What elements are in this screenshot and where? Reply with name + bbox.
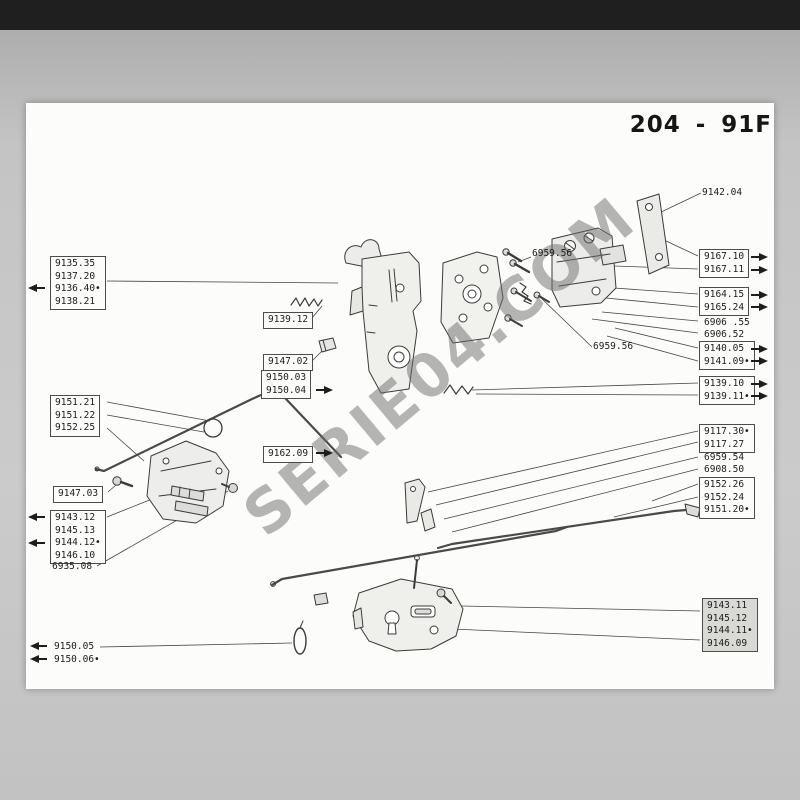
part-label-group-9167: 9167.10 9167.11 xyxy=(699,249,750,278)
ring-washer xyxy=(203,418,223,438)
part-number-label: 9151.22 xyxy=(55,409,96,421)
part-label-group-left-mid: 9151.21 9151.22 9152.25 xyxy=(50,395,101,437)
part-number-label: 9151.20• xyxy=(704,504,750,515)
part-label-6906-52: 6906.52 xyxy=(704,329,745,340)
part-label-6906-55: 6906 .55 xyxy=(704,317,750,328)
part-number-label: 9144.11• xyxy=(707,625,753,636)
part-number-label: 9141.09• xyxy=(704,355,750,367)
part-number-label: 9146.10 xyxy=(55,549,96,561)
retainer-clip xyxy=(318,337,337,353)
part-number-label: 9143.11 xyxy=(707,600,748,611)
part-number-label: 9137.20 xyxy=(55,270,96,282)
part-number-label: 9150.03 xyxy=(266,372,307,383)
grommet-loop xyxy=(293,620,307,655)
control-rod-right xyxy=(436,503,701,550)
part-label-group-9150: 9150.03 9150.04 xyxy=(261,370,312,399)
arrow-right-icon xyxy=(316,386,333,394)
part-number-label: 9139.10 xyxy=(704,378,745,389)
part-label-group-9152: 9152.26 9152.24 9151.20• xyxy=(699,477,755,519)
part-number-label: 9117.30• xyxy=(704,426,750,437)
part-number-label: 9145.13 xyxy=(55,524,96,536)
part-number-label: 9152.26 xyxy=(704,479,745,490)
control-rod-left xyxy=(94,393,263,473)
part-label-9147-03: 9147.03 xyxy=(53,486,104,503)
part-number-label: 9117.27 xyxy=(704,438,745,450)
part-number-label: 9139.12 xyxy=(268,314,309,325)
striker-mount-plate xyxy=(636,193,670,275)
arrow-right-icon xyxy=(751,253,768,261)
part-label-group-9164: 9164.15 9165.24 xyxy=(699,287,750,316)
part-number-label: 9140.05 xyxy=(704,343,745,354)
arrow-left-icon xyxy=(28,539,45,547)
door-lock-left xyxy=(146,440,230,524)
part-number-label: 9146.09 xyxy=(707,637,748,649)
lock-face-plate xyxy=(440,251,504,344)
arrow-left-icon xyxy=(30,642,47,650)
part-number-label: 9138.21 xyxy=(55,295,96,307)
arrow-right-icon xyxy=(751,303,768,311)
arrow-right-icon xyxy=(316,449,333,457)
door-lock-center xyxy=(344,239,422,394)
part-number-label: 9162.09 xyxy=(268,448,309,459)
arrow-right-icon xyxy=(751,345,768,353)
part-number-label: 9150.04 xyxy=(266,384,307,396)
arrow-right-icon xyxy=(751,380,768,388)
part-label-group-9139: 9139.10 9139.11• xyxy=(699,376,755,405)
part-number-label: 9164.15 xyxy=(704,289,745,300)
part-label-6959-54: 6959.54 xyxy=(704,452,745,463)
control-rod-bottom xyxy=(270,525,569,587)
part-number-label: 9145.12 xyxy=(707,612,748,624)
part-number-label: 9152.25 xyxy=(55,422,96,433)
part-number-label: 9152.24 xyxy=(704,491,745,503)
part-label-group-left-bottom: 9143.12 9145.13 9144.12• 9146.10 xyxy=(50,510,106,564)
part-number-label: 9147.03 xyxy=(58,488,99,499)
page-header: 204 - 91F xyxy=(630,112,772,138)
arrow-left-icon xyxy=(30,655,47,663)
part-number-label: 9167.11 xyxy=(704,263,745,275)
part-number-label: 9144.12• xyxy=(55,537,101,548)
part-number-label: 9143.12 xyxy=(55,512,96,523)
arrow-left-icon xyxy=(28,284,45,292)
part-label-6959-56-top: 6959.56 xyxy=(532,248,573,259)
part-label-group-bottom-right: 9143.11 9145.12 9144.11• 9146.09 xyxy=(702,598,758,652)
part-number-label: 9167.10 xyxy=(704,251,745,262)
part-label-9139-12: 9139.12 xyxy=(263,312,314,329)
part-label-6908-50: 6908.50 xyxy=(704,464,745,475)
part-label-group-top-left: 9135.35 9137.20 9136.40• 9138.21 xyxy=(50,256,106,310)
part-label-group-9140: 9140.05 9141.09• xyxy=(699,341,755,370)
part-label-9150-06: 9150.06• xyxy=(54,654,100,665)
part-number-label: 9136.40• xyxy=(55,283,101,294)
mounting-bolts xyxy=(112,476,238,493)
part-number-label: 9139.11• xyxy=(704,390,750,402)
leader-lines xyxy=(96,192,702,648)
part-label-9142-04: 9142.04 xyxy=(702,187,743,198)
lock-lever xyxy=(404,478,426,524)
part-number-label: 9165.24 xyxy=(704,301,745,313)
part-label-9150-05: 9150.05 xyxy=(54,641,95,652)
rod-end-hook xyxy=(684,503,701,518)
door-lock-right xyxy=(551,227,627,308)
scan-border-top xyxy=(0,0,800,30)
part-label-6935-08: 6935.08 xyxy=(52,561,93,572)
return-spring xyxy=(290,297,323,307)
section-code: 91F xyxy=(721,112,772,138)
part-number-label: 9147.02 xyxy=(268,356,309,367)
part-number-label: 9151.21 xyxy=(55,397,96,408)
page-number: 204 xyxy=(629,112,681,138)
part-number-label: 9135.35 xyxy=(55,258,96,269)
door-lock-bottom xyxy=(313,478,464,652)
arrow-right-icon xyxy=(751,291,768,299)
arrow-left-icon xyxy=(28,513,45,521)
screws-and-springs xyxy=(502,248,550,327)
part-label-9147-02: 9147.02 xyxy=(263,354,314,371)
arrow-right-icon xyxy=(751,357,768,365)
header-dash: - xyxy=(695,112,707,138)
part-label-6959-56-mid: 6959.56 xyxy=(593,341,634,352)
arrow-right-icon xyxy=(751,266,768,274)
wire-spring xyxy=(443,384,474,395)
part-label-9162-09: 9162.09 xyxy=(263,446,314,463)
arrow-right-icon xyxy=(751,392,768,400)
part-label-group-9117: 9117.30• 9117.27 xyxy=(699,424,755,453)
